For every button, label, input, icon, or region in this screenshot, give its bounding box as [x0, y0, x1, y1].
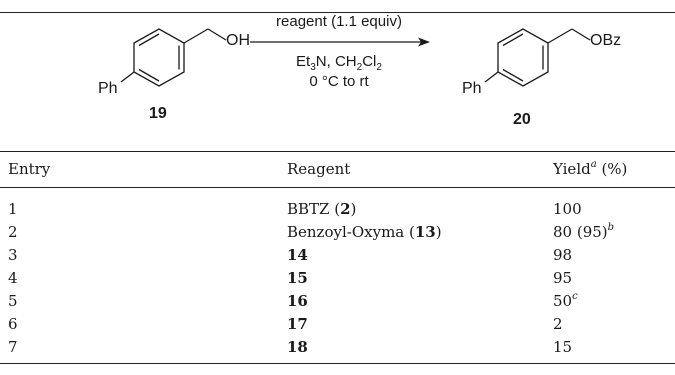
- reagent-cell: Benzoyl-Oxyma (13): [287, 223, 442, 241]
- table-row: 7: [8, 338, 18, 356]
- reagent-line: reagent (1.1 equiv): [276, 13, 402, 30]
- bottom-rule: [0, 363, 675, 364]
- yield-cell: 100: [553, 200, 582, 218]
- yield-cell: 2: [553, 315, 563, 333]
- reactant-oh: OH: [226, 32, 250, 49]
- reactant-label: 19: [149, 105, 167, 122]
- reagent-cell: 17: [287, 315, 308, 333]
- product-label: 20: [513, 111, 531, 128]
- header-top-rule: [0, 151, 675, 152]
- reagent-cell: 18: [287, 338, 308, 356]
- reagent-cell: 14: [287, 246, 308, 264]
- reagent-cell: 15: [287, 269, 308, 287]
- table-row: 5: [8, 292, 18, 310]
- yield-cell: 95: [553, 269, 573, 287]
- table-row: 1: [8, 200, 18, 218]
- product-structure: [484, 28, 591, 87]
- table-row: 3: [8, 246, 18, 264]
- conditions-line: Et3N, CH2Cl2: [296, 53, 382, 73]
- reaction-scheme: OH Ph 19 reagent (1.1 equiv) Et3N, CH2Cl…: [98, 13, 621, 128]
- reagent-cell: 16: [287, 292, 308, 310]
- yield-cell: 50c: [553, 291, 578, 311]
- yield-cell: 80 (95)b: [553, 222, 615, 242]
- reactant-ph: Ph: [98, 80, 118, 97]
- header-entry: Entry: [8, 160, 51, 178]
- header-bottom-rule: [0, 187, 675, 188]
- top-rule: [0, 12, 675, 13]
- reactant-structure: [120, 28, 227, 87]
- reagent-cell: BBTZ (2): [287, 200, 357, 218]
- table-row: 2: [8, 223, 18, 241]
- header-reagent: Reagent: [287, 160, 351, 178]
- arrow-head: [418, 37, 430, 47]
- header-yield: Yielda (%): [553, 159, 628, 179]
- table-row: 6: [8, 315, 18, 333]
- table-row: 4: [8, 269, 18, 287]
- yield-cell: 98: [553, 246, 573, 264]
- product-ph: Ph: [462, 80, 482, 97]
- product-obz: OBz: [590, 32, 621, 49]
- yield-cell: 15: [553, 338, 573, 356]
- temperature: 0 °C to rt: [309, 73, 369, 90]
